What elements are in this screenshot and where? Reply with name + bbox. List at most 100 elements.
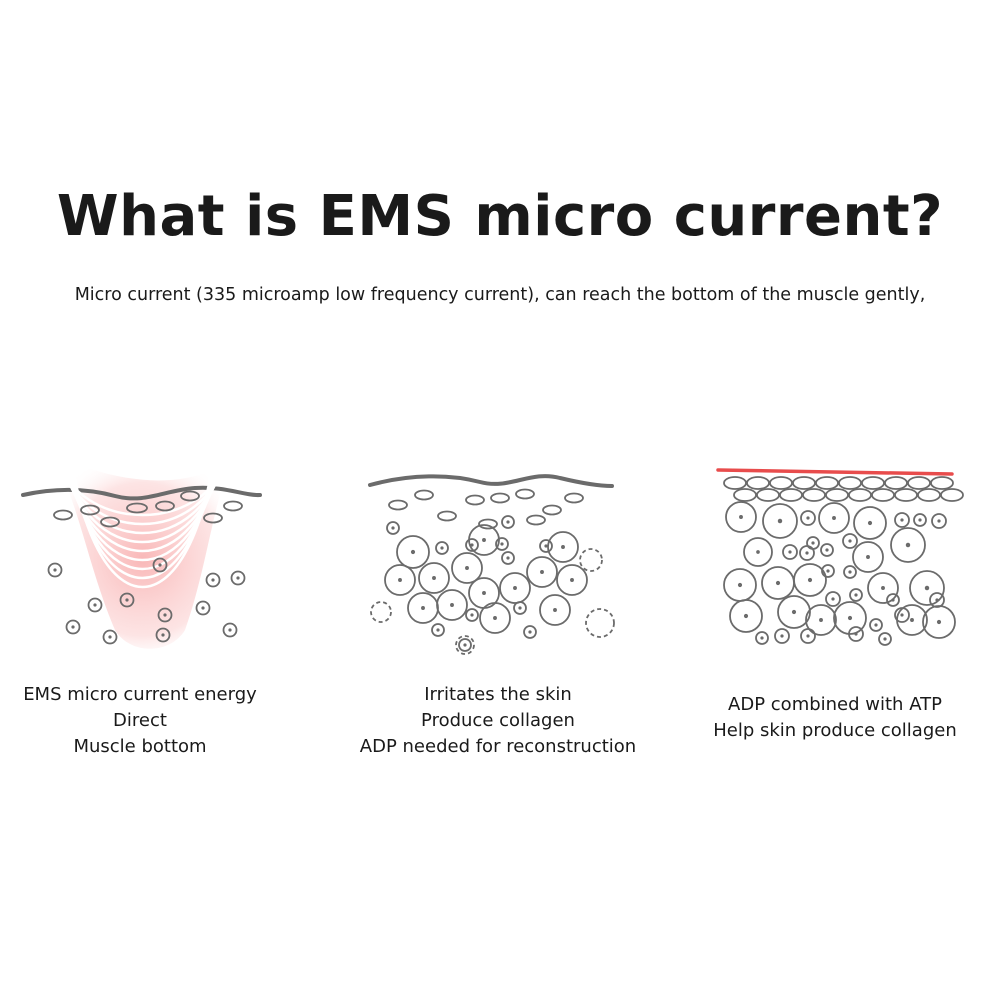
caption-line: Produce collagen (421, 710, 575, 731)
cell (743, 537, 773, 567)
cell-nucleus (93, 603, 97, 607)
cell-nucleus (463, 643, 467, 647)
cell-nucleus (775, 580, 781, 586)
cell-nucleus (436, 628, 440, 632)
cell (523, 625, 537, 639)
surface-cell (871, 488, 895, 502)
cell (451, 552, 483, 584)
cell-nucleus (158, 563, 162, 567)
cell (435, 541, 449, 555)
surface-cell (894, 488, 918, 502)
cell-nucleus (506, 520, 510, 524)
surface-cell (80, 504, 100, 516)
cell-nucleus (867, 520, 873, 526)
cell (431, 623, 445, 637)
caption-line: EMS micro current energy (23, 684, 257, 705)
surface-cell (180, 490, 200, 502)
cell (499, 572, 531, 604)
collagen-cells-illustration (368, 474, 615, 655)
cell (152, 557, 168, 573)
cell (777, 595, 811, 629)
cell-nucleus (540, 570, 544, 574)
atp-collagen-illustration (716, 468, 964, 646)
cell-nucleus (398, 578, 402, 582)
cell-nucleus (866, 555, 870, 559)
cell (894, 512, 910, 528)
cell (396, 535, 430, 569)
cell (119, 592, 135, 608)
surface-cell (815, 476, 839, 490)
cell-nucleus (756, 550, 760, 554)
cell-nucleus (391, 526, 395, 530)
surface-cell (437, 510, 457, 522)
surface-cell (769, 476, 793, 490)
cell (539, 539, 553, 553)
cell (782, 544, 798, 560)
cell (465, 608, 479, 622)
cell (384, 564, 416, 596)
surface-cell (564, 492, 584, 504)
cell-nucleus (881, 586, 885, 590)
cell (849, 588, 863, 602)
cell-nucleus (743, 613, 749, 619)
cell (725, 501, 757, 533)
cell-nucleus (819, 618, 823, 622)
cell-nucleus (891, 598, 895, 602)
surface-cell (414, 489, 434, 501)
cell (102, 629, 118, 645)
cell (205, 572, 221, 588)
surface-cell (515, 488, 535, 500)
cell-nucleus (528, 630, 532, 634)
cell-nucleus (500, 542, 504, 546)
cell-nucleus (936, 619, 942, 625)
cell (774, 628, 790, 644)
cell-nucleus (493, 616, 497, 620)
cell-nucleus (807, 577, 813, 583)
cell-nucleus (905, 542, 911, 548)
cell-nucleus (518, 606, 522, 610)
cell-nucleus (777, 518, 783, 524)
surface-cell (53, 509, 73, 521)
cell (65, 619, 81, 635)
cell-nucleus (826, 569, 830, 573)
cell (157, 607, 173, 623)
ems-energy-illustration (21, 450, 262, 649)
cell (468, 524, 500, 556)
cell (436, 589, 468, 621)
cell (230, 570, 246, 586)
faded-cell (455, 635, 475, 655)
cell-nucleus (506, 556, 510, 560)
cell-nucleus (161, 633, 165, 637)
red-surface-line (716, 468, 954, 476)
cell-nucleus (470, 543, 474, 547)
cell (848, 626, 864, 642)
surface-cell (203, 512, 223, 524)
cell (886, 593, 900, 607)
cell (513, 601, 527, 615)
cell-nucleus (561, 545, 565, 549)
cell (556, 564, 588, 596)
cell (47, 562, 63, 578)
surface-cell (733, 488, 757, 502)
caption-line: ADP combined with ATP (728, 694, 942, 715)
surface-cell (490, 492, 510, 504)
cell (755, 631, 769, 645)
cell (821, 564, 835, 578)
faded-cell (579, 548, 603, 572)
surface-cell (465, 494, 485, 506)
surface-cell (917, 488, 941, 502)
skin-surface-line (368, 474, 614, 488)
cell (852, 541, 884, 573)
energy-wave (69, 454, 216, 589)
faded-cell (585, 608, 615, 638)
cell (843, 565, 857, 579)
surface-cell (542, 504, 562, 516)
cell-nucleus (806, 516, 810, 520)
cell-nucleus (108, 635, 112, 639)
cell-nucleus (440, 546, 444, 550)
surface-cell (779, 488, 803, 502)
cell-nucleus (421, 606, 425, 610)
cell (806, 536, 820, 550)
cell-nucleus (848, 570, 852, 574)
cell-nucleus (450, 603, 454, 607)
